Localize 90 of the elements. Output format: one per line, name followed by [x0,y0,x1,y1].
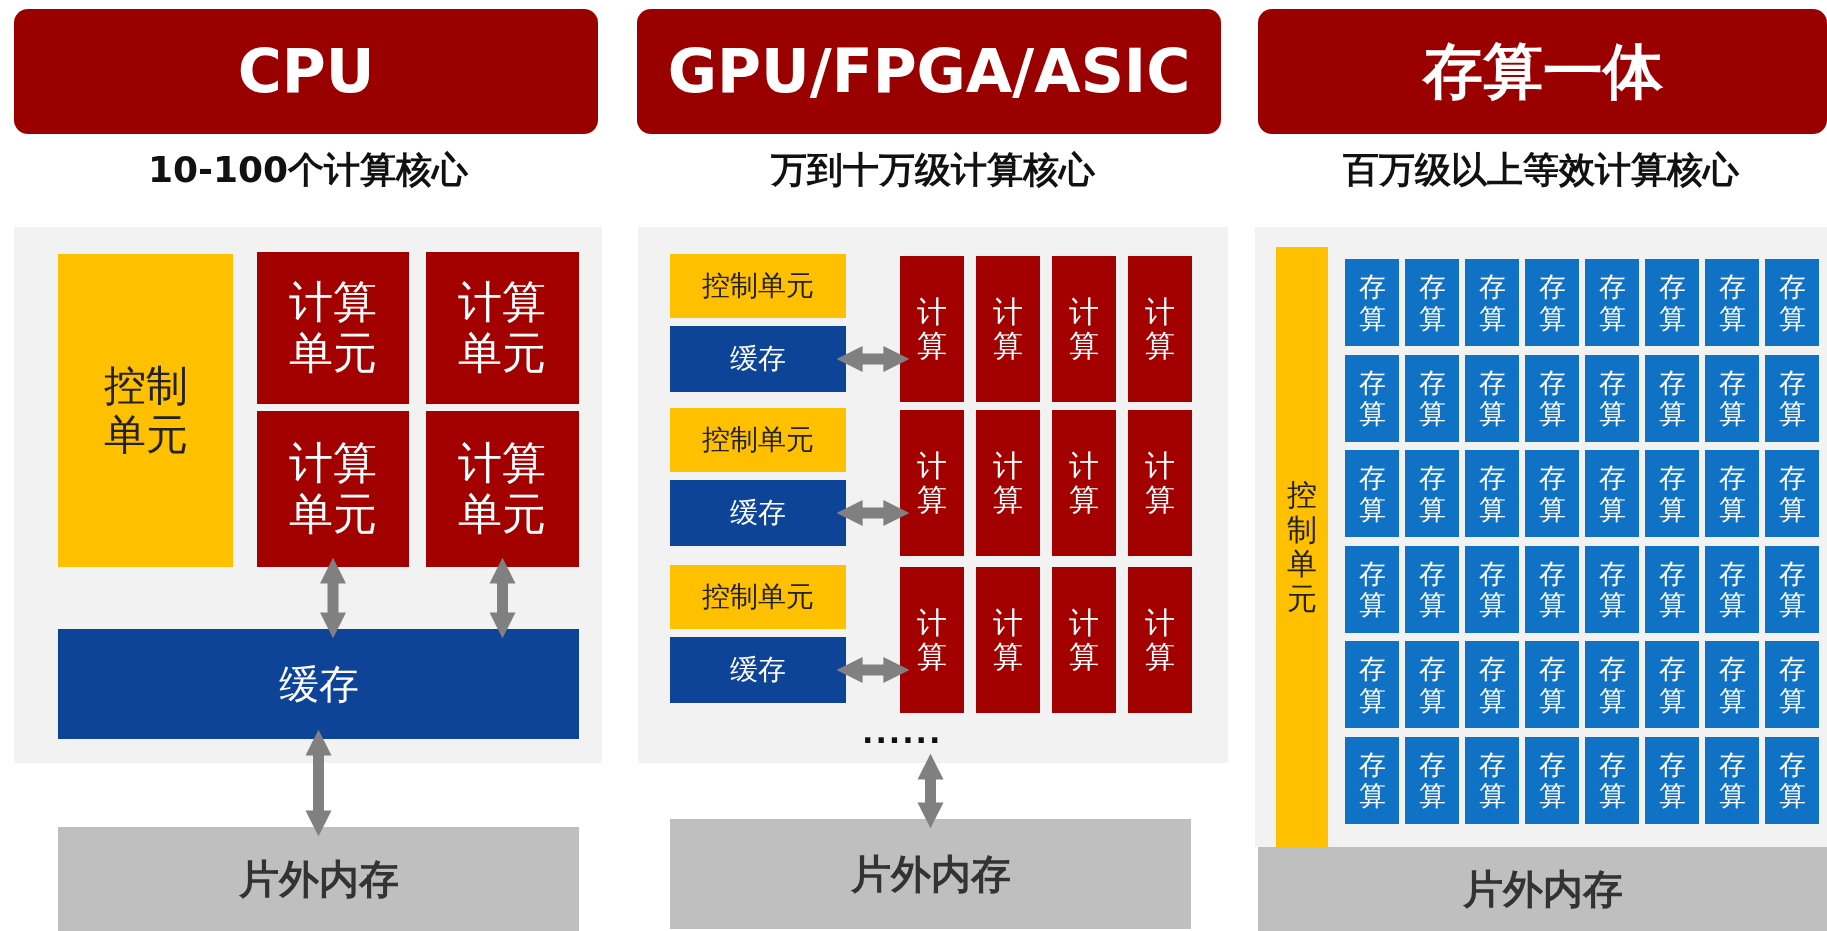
double-arrow [305,729,332,837]
cache-box: 缓存 [670,480,846,546]
compute-unit-box: 计算 [900,567,964,713]
storage-compute-cell: 存算 [1345,450,1399,537]
storage-compute-cell: 存算 [1765,354,1819,442]
storage-compute-cell: 存算 [1585,450,1639,537]
storage-compute-cell: 存算 [1345,736,1399,824]
storage-compute-cell: 存算 [1405,354,1459,442]
storage-compute-cell: 存算 [1525,545,1579,633]
storage-compute-cell: 存算 [1465,354,1519,442]
control-unit-box: 控制单元 [670,408,846,472]
double-arrow [489,557,516,639]
storage-compute-cell: 存算 [1405,450,1459,537]
storage-compute-cell: 存算 [1645,259,1699,346]
double-arrow [320,557,346,639]
storage-compute-cell: 存算 [1645,354,1699,442]
ellipsis-mark: ...... [862,718,943,748]
storage-compute-cell: 存算 [1585,641,1639,728]
compute-unit-box: 计算单元 [257,252,409,404]
storage-compute-cell: 存算 [1405,641,1459,728]
storage-compute-cell: 存算 [1645,450,1699,537]
storage-compute-cell: 存算 [1765,545,1819,633]
compute-unit-box: 计算单元 [257,411,409,567]
storage-compute-cell: 存算 [1465,259,1519,346]
storage-compute-cell: 存算 [1345,545,1399,633]
storage-compute-cell: 存算 [1405,259,1459,346]
double-arrow [836,346,910,372]
storage-compute-cell: 存算 [1645,736,1699,824]
storage-compute-cell: 存算 [1465,641,1519,728]
panel-subtitle: 百万级以上等效计算核心 [1342,149,1740,191]
storage-compute-cell: 存算 [1525,641,1579,728]
storage-compute-cell: 存算 [1705,545,1759,633]
control-unit-box: 控制单元 [670,254,846,318]
storage-compute-cell: 存算 [1705,736,1759,824]
storage-compute-cell: 存算 [1525,259,1579,346]
compute-unit-box: 计算 [900,256,964,402]
cache-box: 缓存 [670,326,846,392]
control-unit-box: 控制单元 [58,254,233,567]
storage-compute-cell: 存算 [1705,354,1759,442]
off-chip-memory-box: 片外内存 [670,819,1191,929]
title-bar: GPU/FPGA/ASIC [637,9,1221,134]
double-arrow [836,500,910,526]
panel-subtitle: 10-100个计算核心 [146,149,470,191]
storage-compute-cell: 存算 [1585,545,1639,633]
storage-compute-cell: 存算 [1645,641,1699,728]
storage-compute-cell: 存算 [1765,450,1819,537]
compute-unit-box: 计算 [1128,256,1192,402]
storage-compute-cell: 存算 [1405,545,1459,633]
storage-compute-cell: 存算 [1465,545,1519,633]
off-chip-memory-box: 片外内存 [1258,847,1827,931]
storage-compute-cell: 存算 [1705,259,1759,346]
compute-unit-box: 计算单元 [426,252,579,404]
compute-unit-box: 计算 [976,256,1040,402]
control-unit-box: 控制单元 [670,565,846,629]
storage-compute-cell: 存算 [1705,641,1759,728]
storage-compute-cell: 存算 [1345,259,1399,346]
compute-unit-box: 计算 [900,410,964,556]
compute-unit-box: 计算 [976,567,1040,713]
storage-compute-cell: 存算 [1585,736,1639,824]
storage-compute-cell: 存算 [1765,641,1819,728]
title-bar: 存算一体 [1258,9,1827,134]
compute-unit-box: 计算 [1052,410,1116,556]
compute-unit-box: 计算 [1128,410,1192,556]
title-bar: CPU [14,9,598,134]
cache-box: 缓存 [670,637,846,703]
storage-compute-cell: 存算 [1645,545,1699,633]
storage-compute-cell: 存算 [1345,354,1399,442]
storage-compute-cell: 存算 [1405,736,1459,824]
double-arrow [836,657,910,683]
storage-compute-cell: 存算 [1585,259,1639,346]
storage-compute-cell: 存算 [1765,259,1819,346]
compute-unit-box: 计算 [1052,256,1116,402]
compute-unit-box: 计算 [1052,567,1116,713]
storage-compute-cell: 存算 [1465,736,1519,824]
storage-compute-cell: 存算 [1765,736,1819,824]
off-chip-memory-box: 片外内存 [58,827,579,931]
compute-unit-box: 计算 [1128,567,1192,713]
compute-unit-box: 计算 [976,410,1040,556]
storage-compute-cell: 存算 [1345,641,1399,728]
storage-compute-cell: 存算 [1525,450,1579,537]
storage-compute-cell: 存算 [1465,450,1519,537]
double-arrow [917,753,944,829]
storage-compute-cell: 存算 [1525,354,1579,442]
storage-compute-cell: 存算 [1525,736,1579,824]
panel-subtitle: 万到十万级计算核心 [770,149,1096,191]
compute-unit-box: 计算单元 [426,411,579,567]
storage-compute-cell: 存算 [1705,450,1759,537]
storage-compute-cell: 存算 [1585,354,1639,442]
control-unit-box: 控制单元 [1276,247,1328,847]
cache-box: 缓存 [58,629,579,739]
